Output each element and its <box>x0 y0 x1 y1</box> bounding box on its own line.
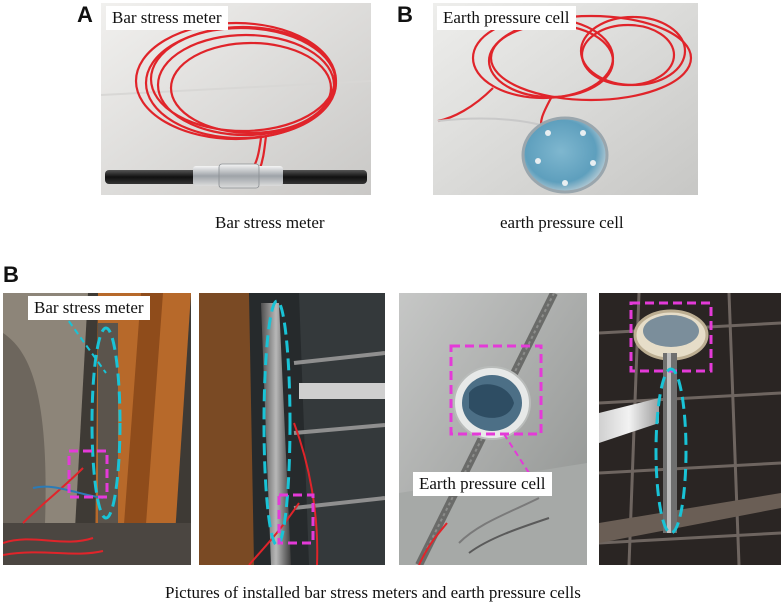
caption-installed: Pictures of installed bar stress meters … <box>165 583 581 602</box>
label-installed-earth-pressure-cell: Earth pressure cell <box>413 472 552 496</box>
photo-installed-cell-2 <box>599 293 781 565</box>
label-earth-pressure-cell: Earth pressure cell <box>437 6 576 30</box>
photo-installed-meter-1 <box>3 293 191 565</box>
panel-letter-a: A <box>77 2 93 27</box>
photo-installed-meter-2 <box>199 293 385 565</box>
panel-letter-b: B <box>397 2 413 27</box>
label-installed-bar-stress-meter: Bar stress meter <box>28 296 150 320</box>
panel-letter-c: B <box>3 262 19 287</box>
label-bar-stress-meter: Bar stress meter <box>106 6 228 30</box>
photo-bar-stress-meter <box>101 3 371 195</box>
caption-earth-pressure-cell: earth pressure cell <box>500 213 624 232</box>
caption-bar-stress-meter: Bar stress meter <box>215 213 325 232</box>
photo-installed-cell-1 <box>399 293 587 565</box>
photo-earth-pressure-cell <box>433 3 698 195</box>
